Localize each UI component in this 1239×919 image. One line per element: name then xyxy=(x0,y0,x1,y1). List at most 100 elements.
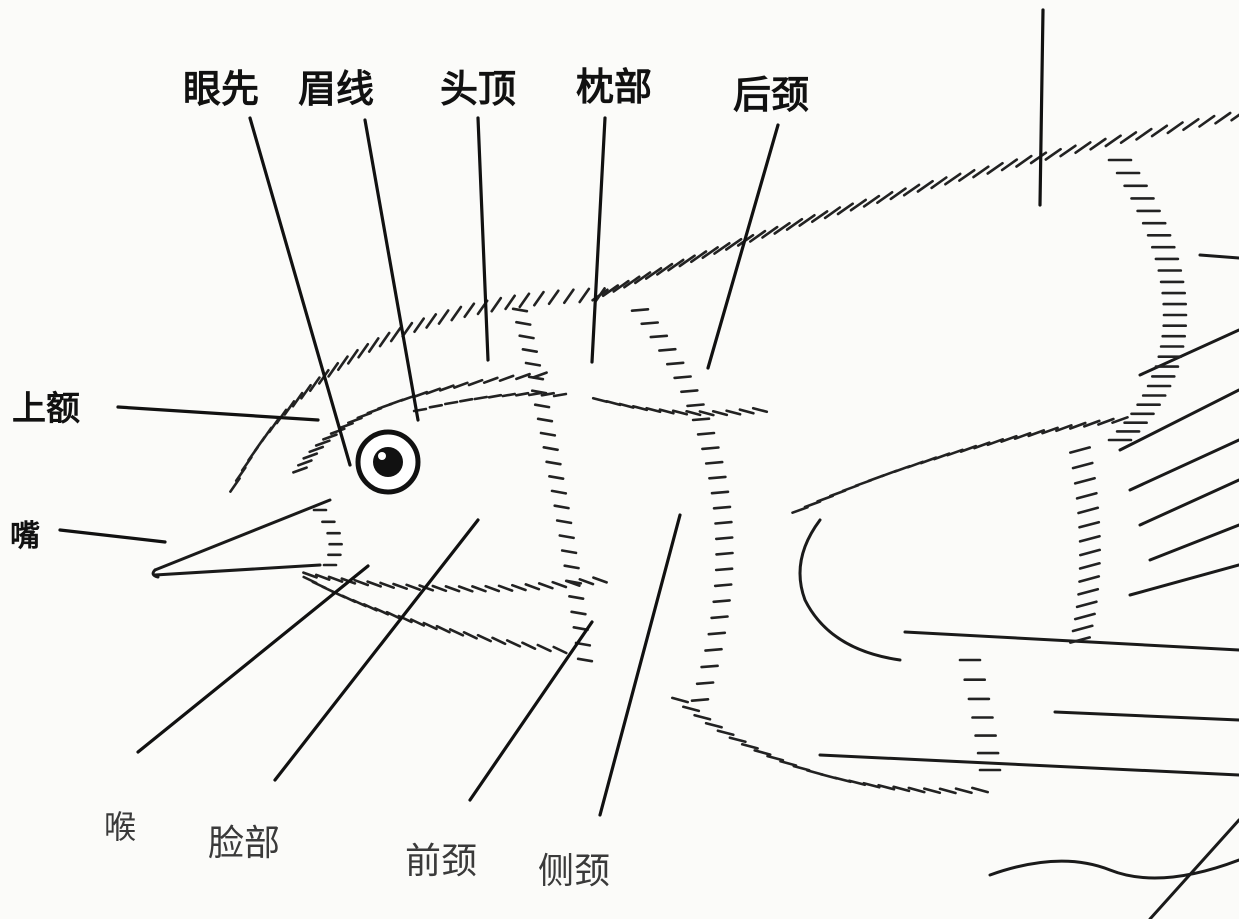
leader-crown xyxy=(478,118,488,360)
hatch-stroke xyxy=(427,314,436,327)
hatch-stroke xyxy=(310,378,319,391)
hatch-stroke xyxy=(1080,536,1099,541)
hatch-stroke xyxy=(565,566,579,568)
hatch-stroke xyxy=(918,181,933,191)
hatch-stroke xyxy=(753,408,767,412)
hatch-stroke xyxy=(1137,129,1152,139)
hatch-stroke xyxy=(633,406,647,410)
hatch-stroke xyxy=(716,538,732,539)
label-chin: 喉 xyxy=(104,808,136,846)
hatch-stroke xyxy=(974,167,989,177)
hatch-stroke xyxy=(851,200,866,210)
hatch-stroke xyxy=(659,349,675,350)
wing-line-3 xyxy=(820,755,1239,775)
hatch-stroke xyxy=(338,357,347,370)
hatch-stroke xyxy=(940,789,956,793)
hatch-stroke xyxy=(323,435,336,440)
hatch-stroke xyxy=(499,586,512,591)
hatch-stroke xyxy=(1046,149,1061,159)
hatch-stroke xyxy=(683,707,699,711)
hatch-stroke xyxy=(339,423,352,428)
hatch-stroke xyxy=(414,392,427,397)
hatch-stroke xyxy=(1061,146,1076,156)
hatch-stroke xyxy=(516,374,529,379)
label-occiput: 枕部 xyxy=(576,65,652,109)
label-crown: 头顶 xyxy=(440,67,516,111)
hatch-stroke xyxy=(681,390,697,391)
hatch-stroke xyxy=(702,448,718,449)
leader-supercilium xyxy=(365,120,418,420)
hatch-stroke xyxy=(454,383,467,388)
hatch-stroke xyxy=(526,363,540,365)
hatch-stroke xyxy=(1216,113,1231,123)
hatch-stroke xyxy=(1076,142,1091,152)
hatch-stroke xyxy=(1079,508,1098,513)
label-foreneck: 前颈 xyxy=(405,841,477,882)
hatch-stroke xyxy=(506,296,515,309)
bill-upper-mandible xyxy=(155,500,330,570)
leader-lines xyxy=(60,10,1043,815)
hatch-stroke xyxy=(538,645,551,651)
eye-pupil xyxy=(373,447,403,477)
hatch-stroke xyxy=(932,178,947,188)
hatch-stroke xyxy=(459,587,472,592)
hatch-stroke xyxy=(988,163,1003,173)
hatch-stroke xyxy=(569,596,583,598)
hatch-stroke xyxy=(394,584,407,589)
hatch-stroke xyxy=(693,419,709,420)
hatch-stroke xyxy=(535,405,549,407)
hatch-stroke xyxy=(484,378,497,383)
hatch-stroke xyxy=(688,405,704,406)
hatch-stroke xyxy=(541,433,555,435)
wing-line-2 xyxy=(1055,712,1239,720)
hatch-stroke xyxy=(492,298,501,311)
hatch-stroke xyxy=(1002,160,1017,170)
hatch-stroke xyxy=(439,311,448,324)
hatch-stroke xyxy=(440,386,453,391)
bird-outline xyxy=(153,255,1239,919)
hatch-stroke xyxy=(493,638,506,644)
hatch-stroke xyxy=(924,789,940,793)
hatch-stroke xyxy=(698,433,714,434)
breast-curve xyxy=(800,520,900,660)
hatch-stroke xyxy=(507,640,520,646)
wing-feather-3 xyxy=(1140,480,1239,525)
hatch-stroke xyxy=(632,309,648,310)
hatch-stroke xyxy=(607,401,621,405)
hatch-stroke xyxy=(316,441,329,446)
hatch-stroke xyxy=(526,584,539,589)
hatch-stroke xyxy=(667,363,683,364)
hatch-stroke xyxy=(562,551,576,553)
hatch-stroke xyxy=(472,586,485,591)
hatch-stroke xyxy=(1200,116,1215,126)
hatch-stroke xyxy=(672,698,687,702)
hatch-stroke xyxy=(534,292,543,305)
hatch-stroke xyxy=(1077,493,1096,498)
hatch-stroke xyxy=(768,756,783,760)
hatch-stroke xyxy=(520,336,534,338)
leader-chin xyxy=(138,566,368,752)
hatch-stroke xyxy=(945,174,960,184)
hatch-lower-flank xyxy=(960,660,1000,770)
hatch-stroke xyxy=(580,289,589,302)
hatch-stroke xyxy=(1031,153,1046,163)
hatch-neck-left xyxy=(513,309,592,661)
hatch-stroke xyxy=(593,578,606,583)
hatch-stroke xyxy=(301,385,310,398)
leader-foreneck xyxy=(470,622,592,800)
hatch-stroke xyxy=(706,649,722,650)
hatch-stroke xyxy=(411,620,424,626)
hatch-stroke xyxy=(348,350,357,363)
hatch-stroke xyxy=(450,629,463,635)
hatch-stroke xyxy=(316,575,329,580)
back-tick xyxy=(1200,255,1239,258)
wing-top-line xyxy=(1140,330,1239,375)
leader-lores xyxy=(250,118,350,465)
hatch-stroke xyxy=(687,411,701,415)
hatch-stroke xyxy=(1080,576,1099,581)
hatch-stroke xyxy=(348,418,361,423)
leader-cheek xyxy=(275,520,478,780)
hatch-crown-inner xyxy=(414,393,566,411)
